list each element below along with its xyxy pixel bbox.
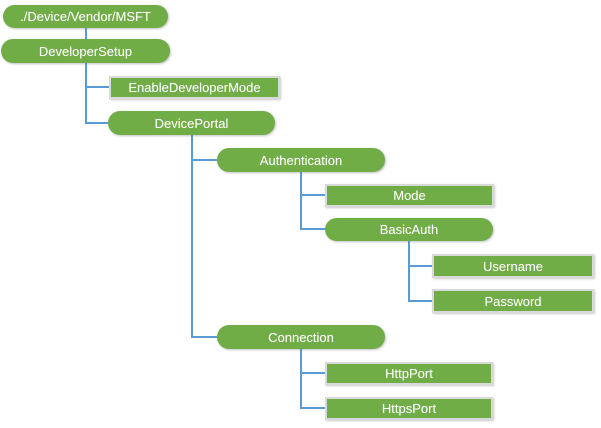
connector-to-basicauth-hline [300, 228, 326, 230]
node-username: Username [432, 254, 594, 278]
node-authentication: Authentication [217, 148, 385, 172]
connector-to-enabledevelopermode-hline [85, 86, 110, 88]
connector-connection-children-vline [300, 348, 302, 409]
node-enable-developer-mode: EnableDeveloperMode [109, 76, 280, 99]
connector-to-username-hline [408, 265, 433, 267]
node-basic-auth: BasicAuth [325, 218, 493, 241]
node-device-portal: DevicePortal [108, 111, 275, 135]
connector-to-deviceportal-hline [85, 122, 109, 124]
node-connection: Connection [217, 325, 385, 349]
connector-to-authentication-hline [191, 159, 218, 161]
connector-developersetup-children-vline [85, 62, 87, 124]
connector-deviceportal-children-vline [191, 134, 193, 338]
node-mode: Mode [325, 184, 494, 207]
node-device-vendor-msft: ./Device/Vendor/MSFT [3, 5, 168, 28]
connector-to-connection-hline [191, 336, 218, 338]
node-developer-setup: DeveloperSetup [1, 39, 170, 63]
node-http-port: HttpPort [325, 362, 493, 385]
connector-to-password-hline [408, 300, 433, 302]
connector-authentication-children-vline [300, 171, 302, 230]
connector-to-httpport-hline [300, 372, 326, 374]
connector-root-developersetup-vline [85, 27, 87, 40]
connector-basicauth-children-vline [408, 240, 410, 302]
connector-to-mode-hline [300, 194, 326, 196]
node-https-port: HttpsPort [325, 397, 493, 420]
node-password: Password [432, 289, 594, 313]
connector-to-httpsport-hline [300, 407, 326, 409]
